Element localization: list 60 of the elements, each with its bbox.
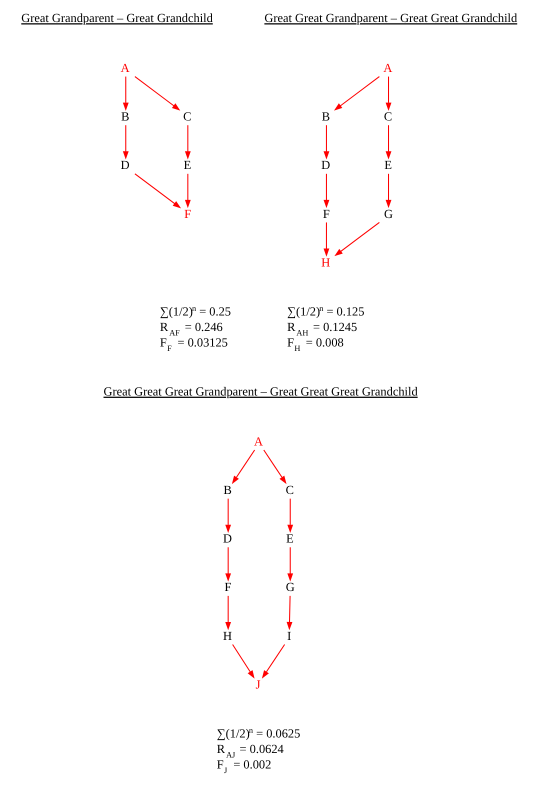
- arrow: [386, 125, 392, 160]
- node-text: H: [321, 255, 330, 270]
- node-text: B: [224, 482, 232, 497]
- node-text: C: [183, 110, 192, 124]
- arrow: [263, 450, 287, 484]
- label: R$_{AH}$ = 0.1245: [287, 320, 358, 338]
- node-text: D: [223, 532, 232, 546]
- label: ∑(1/2)$^{n}$ = 0.0625: [216, 726, 300, 741]
- node-text: I: [287, 628, 292, 643]
- label: Great Great Great Grandparent – Great Great Great Grandchild: [104, 384, 418, 399]
- node-text: G: [286, 580, 295, 594]
- arrow: [122, 125, 129, 160]
- label: Great Great Grandparent – Great Great Grandchild: [264, 11, 518, 26]
- arrow: [232, 644, 255, 679]
- arrow: [262, 644, 286, 679]
- arrow: [225, 547, 232, 582]
- arrow: [225, 498, 232, 533]
- arrow: [386, 174, 392, 208]
- node-text: D: [120, 158, 130, 172]
- label: ∑(1/2)$^{n}$ = 0.25: [160, 304, 232, 318]
- label: ∑(1/2)$^{n}$ = 0.125: [287, 304, 364, 318]
- arrow: [386, 76, 392, 111]
- node-text: C: [286, 482, 294, 497]
- arrow: [184, 125, 191, 160]
- arrow: [324, 222, 330, 257]
- node-text: E: [286, 532, 294, 546]
- node-text: A: [254, 434, 264, 448]
- arrow: [225, 596, 232, 630]
- arrow: [122, 76, 129, 111]
- arrow: [184, 174, 191, 208]
- node-text: C: [384, 110, 392, 124]
- arrow: [287, 547, 294, 582]
- node-text: F: [322, 206, 330, 221]
- arrow: [286, 596, 292, 630]
- arrow: [287, 498, 294, 533]
- node-text: G: [384, 206, 393, 221]
- arrow: [324, 125, 330, 160]
- node-text: F: [224, 580, 232, 594]
- node-text: J: [256, 677, 260, 692]
- label: F$_{J}$ = 0.002: [216, 758, 272, 776]
- arrow: [334, 76, 380, 111]
- arrow: [324, 174, 330, 208]
- node-text: D: [321, 158, 330, 172]
- node-text: B: [121, 110, 130, 124]
- node-text: B: [322, 110, 330, 124]
- label: Great Grandparent – Great Grandchild: [21, 11, 213, 26]
- node-text: F: [184, 206, 192, 221]
- arrow: [134, 173, 182, 208]
- arrow: [334, 222, 380, 256]
- node-text: A: [383, 60, 392, 75]
- node-text: H: [223, 628, 232, 643]
- node-text: E: [384, 158, 392, 172]
- node-text: A: [120, 60, 130, 75]
- label: R$_{AF}$ = 0.246: [160, 320, 223, 338]
- label: R$_{AJ}$ = 0.0624: [216, 742, 284, 760]
- arrow: [134, 76, 180, 111]
- node-text: E: [184, 158, 192, 172]
- label: F$_{F}$ = 0.03125: [160, 336, 228, 354]
- arrow: [232, 450, 256, 484]
- label: F$_{H}$ = 0.008: [287, 336, 344, 354]
